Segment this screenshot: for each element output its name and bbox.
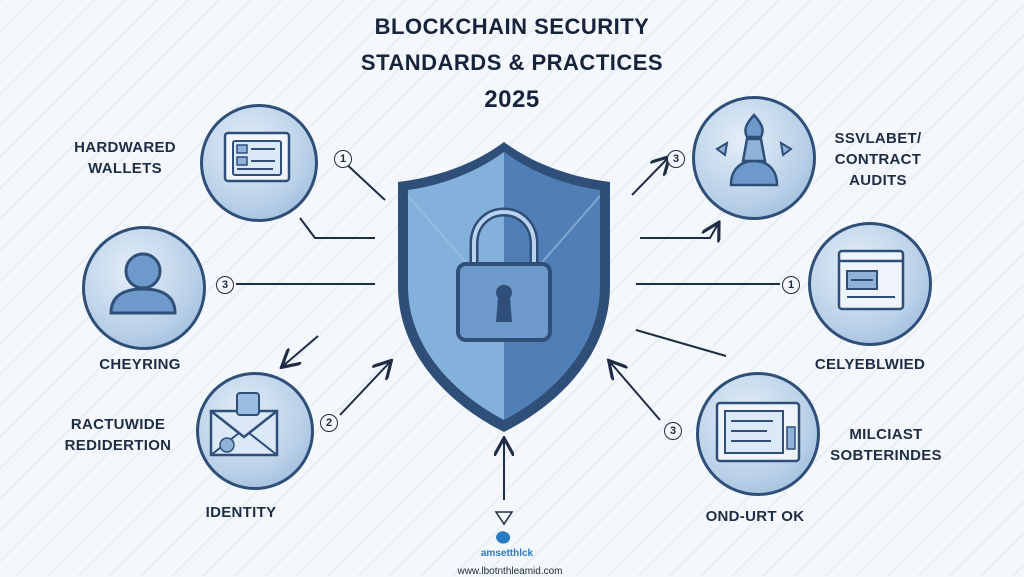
label-sobterindes: MILCIAST SOBTERINDES <box>830 426 942 464</box>
brand-logo-icon <box>496 531 511 544</box>
step-number-badge: 3 <box>667 150 685 168</box>
connector-right-lower <box>635 329 727 357</box>
label-identity: IDENTITY <box>205 504 277 521</box>
user-icon <box>109 252 177 315</box>
contract-audits-circle <box>692 96 816 220</box>
celyeblwied-circle <box>808 222 932 346</box>
redirection-circle <box>196 372 314 490</box>
browser-window-icon <box>837 249 905 311</box>
label-contract-audits: SSVLABET/ CONTRACT AUDITS <box>834 130 922 189</box>
hardware-wallets-circle <box>200 104 318 222</box>
padlock-icon <box>456 207 552 342</box>
label-hardware-wallets: HARDWARED WALLETS <box>74 139 176 177</box>
step-number-badge: 3 <box>664 422 682 440</box>
label-cheyring: CHEYRING <box>99 356 181 373</box>
label-redirection: RACTUWIDE REDIDERTION <box>64 416 172 454</box>
title-line-2: STANDARDS & PRACTICES <box>360 50 664 75</box>
title-year: 2025 <box>484 86 540 113</box>
label-ond-urt-ok: OND-URT OK <box>705 508 805 525</box>
footer-url: www.lbotnthleamid.com <box>457 566 563 577</box>
chess-piece-icon <box>715 113 793 187</box>
connector-audits-arrow <box>631 158 668 196</box>
connector-cheyring-arrow <box>283 335 319 366</box>
step-number-badge: 1 <box>782 276 800 294</box>
bottom-triangle <box>494 511 514 526</box>
title-line-1: BLOCKCHAIN SECURITY <box>374 14 650 39</box>
step-number-badge: 1 <box>334 150 352 168</box>
connector-sobterindes <box>610 362 661 421</box>
step-number-badge: 3 <box>216 276 234 294</box>
cheyring-circle <box>82 226 206 350</box>
connector-redirection <box>339 362 390 416</box>
connector-audits-lower <box>640 224 718 238</box>
envelope-icon <box>209 392 279 457</box>
connector-hardware-wallets-lower <box>299 217 375 239</box>
connector-hardware-wallets <box>341 159 386 201</box>
step-number-badge: 2 <box>320 414 338 432</box>
sobterindes-circle <box>696 372 820 496</box>
document-icon <box>715 401 801 463</box>
shield-icon <box>398 142 610 432</box>
label-celyeblwied: CELYEBLWIED <box>814 356 926 373</box>
footer-brand: amsetthlck <box>480 548 534 559</box>
id-card-icon <box>223 131 291 183</box>
